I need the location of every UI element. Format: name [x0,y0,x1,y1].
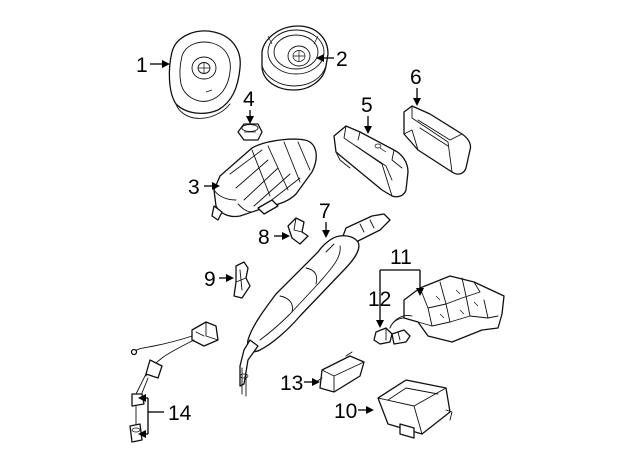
callout-1: 1 [136,54,148,77]
part-10-control-module[interactable] [377,379,453,439]
callout-12: 12 [368,288,391,311]
callout-5: 5 [361,94,373,117]
callout-9: 9 [204,268,216,291]
callout-11: 11 [390,246,412,269]
part-7-curtain-airbag[interactable] [239,213,391,397]
callout-10: 10 [334,400,357,423]
part-12-connector[interactable] [373,315,413,345]
callout-8: 8 [258,226,270,249]
part-13-sensor[interactable] [315,351,365,393]
part-6-sensor-housing[interactable] [403,105,472,175]
callout-14: 14 [168,402,192,425]
callout-7: 7 [319,200,331,223]
part-2-airbag-round[interactable] [261,25,329,91]
part-1-driver-airbag[interactable] [168,30,241,119]
part-5-bracket[interactable] [333,125,409,198]
callout-3: 3 [188,176,200,199]
part-9-bracket[interactable] [233,261,251,299]
part-3-passenger-airbag[interactable] [211,138,317,221]
part-11-seat-mat[interactable] [389,275,505,343]
callout-4: 4 [243,88,255,111]
part-4-nut[interactable] [237,123,263,141]
part-8-clip[interactable] [287,217,309,245]
callout-13: 13 [280,372,303,395]
callout-2: 2 [336,48,348,71]
callout-6: 6 [410,66,422,89]
part-14-harness[interactable] [129,321,219,443]
